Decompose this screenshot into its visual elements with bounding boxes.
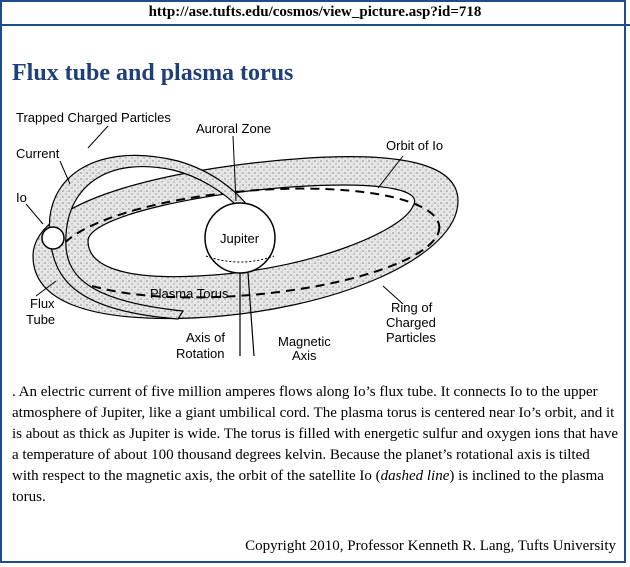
figure-svg: Trapped Charged Particles Auroral Zone C…	[16, 110, 459, 363]
page-title: Flux tube and plasma torus	[12, 60, 294, 86]
figure-caption: . An electric current of five million am…	[12, 382, 618, 508]
label-io: Io	[16, 190, 27, 205]
caption-text-1: . An electric current of five million am…	[12, 384, 618, 484]
label-auroral-zone: Auroral Zone	[196, 121, 271, 136]
caption-text-2: ) is inclined to the plasma torus.	[12, 468, 604, 505]
label-axis-of: Axis of	[186, 330, 225, 345]
label-rotation: Rotation	[176, 346, 224, 361]
io-moon	[41, 226, 65, 250]
label-axis: Axis	[292, 348, 317, 363]
flux-tube	[48, 154, 249, 320]
label-jupiter: Jupiter	[220, 231, 260, 246]
label-trapped-particles: Trapped Charged Particles	[16, 110, 171, 125]
magnetic-axis	[247, 272, 255, 357]
label-particles: Particles	[386, 330, 436, 345]
label-ring-of: Ring of	[391, 300, 433, 315]
copyright-notice: Copyright 2010, Professor Kenneth R. Lan…	[245, 538, 616, 554]
label-orbit-of-io: Orbit of Io	[386, 138, 443, 153]
url-bar[interactable]: http://ase.tufts.edu/cosmos/view_picture…	[0, 0, 630, 26]
io-orbit-dashed	[55, 187, 441, 299]
label-charged: Charged	[386, 315, 436, 330]
flux-tube-figure: Trapped Charged Particles Auroral Zone C…	[8, 106, 478, 366]
label-magnetic: Magnetic	[278, 334, 331, 349]
label-plasma-torus: Plasma Torus	[150, 286, 229, 301]
label-current: Current	[16, 146, 60, 161]
label-tube: Tube	[26, 312, 55, 327]
caption-emphasis: dashed line	[380, 468, 450, 484]
label-flux: Flux	[30, 296, 55, 311]
